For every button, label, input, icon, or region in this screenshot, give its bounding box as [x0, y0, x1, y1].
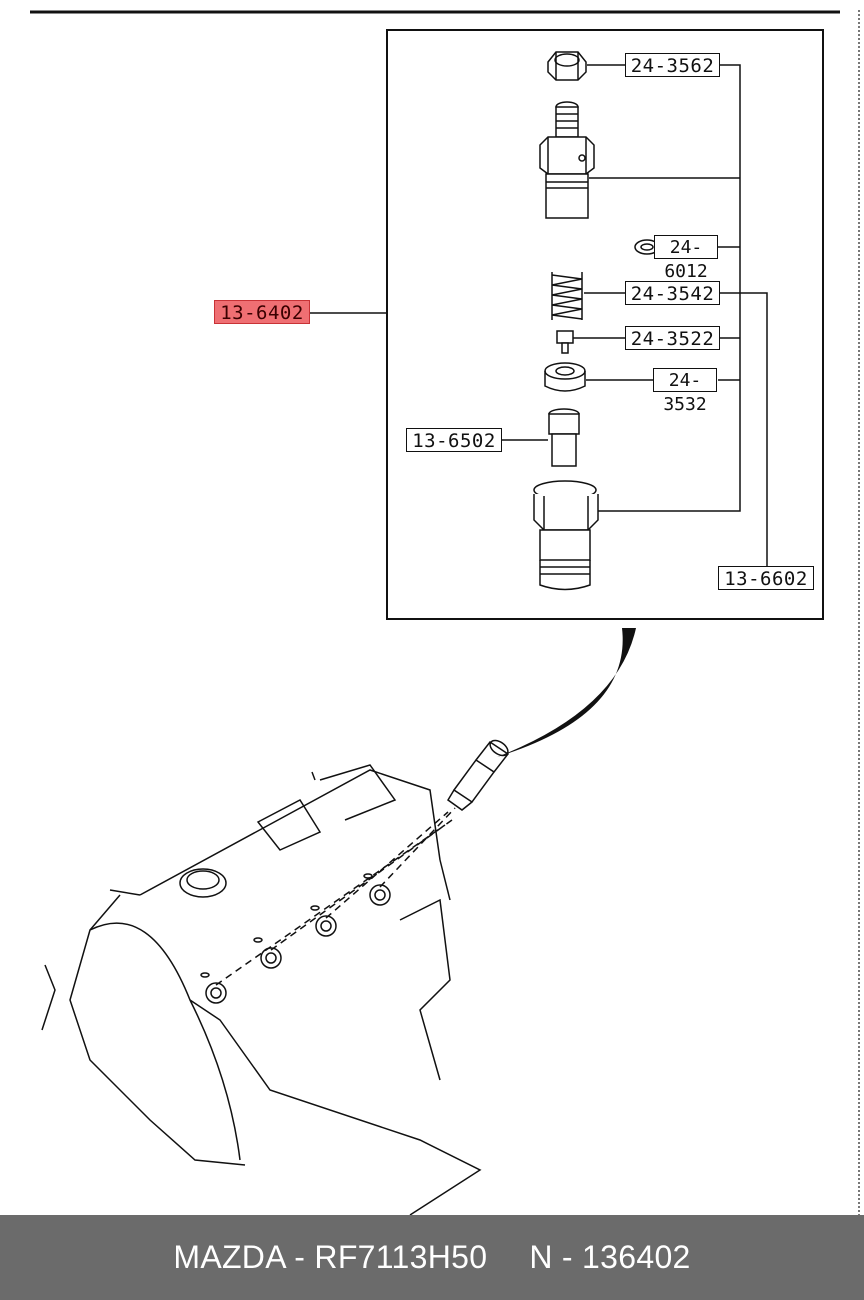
footer-bar: MAZDA - RF7113H50 N - 136402 — [0, 1215, 864, 1300]
detail-frame — [386, 29, 824, 620]
insertion-paths — [215, 807, 456, 986]
label-nozzle[interactable]: 13-6502 — [406, 428, 502, 452]
injector-bores — [200, 873, 391, 1004]
injector-drawing — [447, 739, 510, 811]
label-spacer[interactable]: 24-3532 — [653, 368, 717, 415]
label-pin[interactable]: 24-3522 — [625, 326, 720, 350]
push-pin-drawing — [556, 330, 574, 354]
label-washer[interactable]: 24-6012 — [654, 235, 718, 282]
leader-lines — [310, 64, 768, 566]
footer-number: N - 136402 — [529, 1239, 691, 1275]
footer-brand: MAZDA - RF7113H50 — [173, 1239, 488, 1275]
nozzle-holder-drawing — [539, 101, 595, 219]
zoom-connector — [497, 628, 636, 757]
hex-nut-drawing — [547, 51, 587, 81]
engine-block-drawing — [41, 739, 510, 1215]
label-retaining-nut[interactable]: 13-6602 — [718, 566, 814, 590]
label-spring[interactable]: 24-3542 — [625, 281, 720, 305]
retaining-nut-drawing — [533, 480, 599, 591]
spring-drawing — [551, 272, 583, 320]
label-main-part[interactable]: 13-6402 — [214, 300, 310, 324]
spacer-drawing — [544, 362, 586, 392]
nozzle-tip-drawing — [548, 408, 580, 467]
parts-diagram — [30, 10, 860, 1215]
label-nut[interactable]: 24-3562 — [625, 53, 720, 77]
